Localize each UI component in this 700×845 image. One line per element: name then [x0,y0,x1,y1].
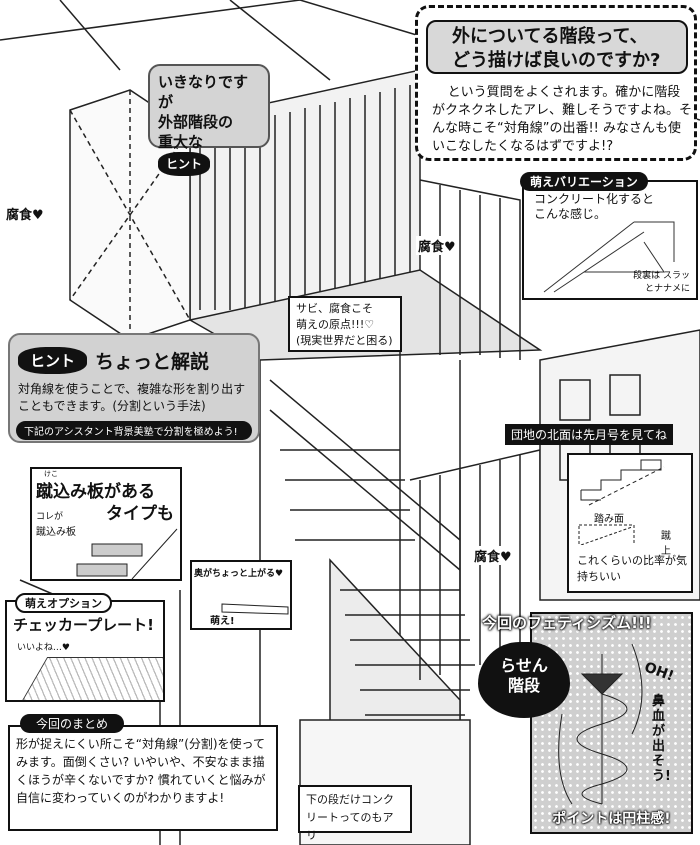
fetish-header: 今回のフェティシズム!!! [482,614,652,632]
question-title-line2: どう描けば良いのですか? [452,50,661,71]
question-title-line1: 外についてる階段って、 [452,26,648,47]
kick-title-line1: 蹴込み板がある [36,482,155,502]
question-bubble: 外についてる階段って、 どう描けば良いのですか? という質問をよくされます。確か… [415,5,697,161]
kick-plate-panel: けこ 蹴込み板がある タイプも コレが 蹴込み板 [30,467,182,581]
tilt-label: 奥がちょっと上がる♥ [194,569,284,579]
rust-line1: サビ、腐食こそ [296,302,373,315]
ratio-panel: 踏み面 蹴上 これくらいの比率が気持ちいい [567,453,693,593]
option-header: 萌えオプション [15,593,112,613]
variation-header: 萌えバリエーション [520,172,648,191]
rust-line2: 萌えの原点!!!♡ [296,318,375,331]
kick-steps-drawing [76,528,178,579]
variation-note: 段裏は スラッとナナメに [633,271,690,294]
question-title: 外についてる階段って、 どう描けば良いのですか? [426,20,688,74]
tilt-note-panel: 奥がちょっと上がる♥ 萌え! [190,560,292,630]
fetish-caption: ポイントは円柱感! [552,811,671,827]
kick-note2: 蹴込み板 [36,527,76,538]
kick-title-line2: タイプも [106,504,174,524]
hint-bubble: いきなりですが 外部階段の 重大な ヒント [148,64,270,176]
corrosion-label: 腐食♥ [416,236,458,255]
concrete-stairs-drawing [543,221,675,293]
hint-explain-title: ちょっと解説 [95,351,210,373]
checker-plate-panel: チェッカープレート! いいよね…♥ [5,600,165,702]
kick-ruby: けこ [44,470,58,478]
kick-note1: コレが [36,512,64,522]
moe-label: 萌え! [210,616,235,627]
riser-label: 蹴上 [661,531,671,557]
ratio-caption: これくらいの比率が気持ちいい [577,554,687,583]
corrosion-label: 腐食♥ [472,546,514,565]
hint-line3: 重大な [158,133,204,151]
variation-text: コンクリート化すると こんな感じ。 [534,192,655,221]
spiral-staircase-drawing [558,643,643,805]
hint-badge: ヒント [158,152,211,176]
hint-line2: 外部階段の [158,113,234,131]
concrete-bubble: 下の段だけコンクリートってのもアリ [298,785,412,842]
option-note: いいよね…♥ [17,643,70,653]
summary-panel: 形が捉えにくい所こそ“対角線”(分割)を使ってみます。面倒くさい? いやいや、不… [8,725,278,831]
spiral-heart: らせん階段 [478,642,570,718]
hint-explain-box: ヒント ちょっと解説 対角線を使うことで、複雑な形を割り出すこともできます。(分… [8,333,260,443]
rust-bubble: サビ、腐食こそ 萌えの原点!!!♡ (現実世界だと困る) [288,296,402,352]
nosebleed-text: 鼻血が出そう! [652,694,671,784]
hint-explain-badge: ヒント [18,347,88,374]
hint-explain-body: 対角線を使うことで、複雑な形を割り出すこともできます。(分割という手法) [18,382,246,413]
option-title: チェッカープレート! [13,616,154,634]
hint-explain-banner: 下記のアシスタント背景美塾で分割を極めよう! [16,421,252,440]
summary-header: 今回のまとめ [20,714,125,733]
question-body: という質問をよくされます。確かに階段がクネクネしたアレ、難しそうですよね。そんな… [432,85,693,154]
variation-panel: コンクリート化すると こんな感じ。 段裏は スラッとナナメに [522,180,698,300]
north-face-label: 団地の北面は先月号を見てね [505,424,674,445]
tread-label: 踏み面 [594,514,624,525]
rust-line3: (現実世界だと困る) [296,334,393,347]
fetish-panel: OH! 鼻血が出そう! ポイントは円柱感! [530,612,693,834]
checker-plate-drawing [7,657,163,700]
hint-line1: いきなりですが [158,73,249,111]
tilted-tread-drawing [221,603,289,615]
corrosion-label: 腐食♥ [4,204,46,223]
ratio-steps-drawing [578,459,665,545]
